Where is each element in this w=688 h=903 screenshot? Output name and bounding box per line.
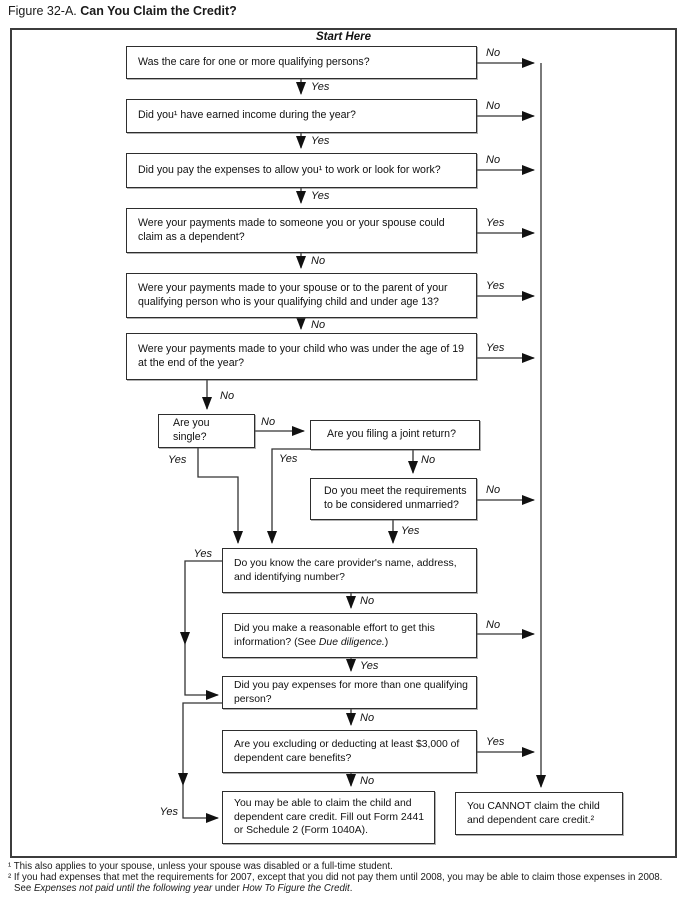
node-considered-unmarried: Do you meet the requirements to be consi…	[310, 478, 477, 520]
footnote-2-line1: ² If you had expenses that met the requi…	[8, 871, 663, 883]
edge-label-yes: Yes	[486, 280, 505, 292]
edge-label-no: No	[220, 390, 235, 402]
edge-label-no: No	[311, 255, 326, 267]
node-child-under-19: Were your payments made to your child wh…	[126, 333, 477, 380]
node-reasonable-effort: Did you make a reasonable effort to get …	[222, 613, 477, 658]
node-single: Are you single?	[158, 414, 255, 448]
edge-label-yes: Yes	[159, 806, 178, 818]
edge-label-yes: Yes	[311, 135, 330, 147]
edge-label-yes: Yes	[193, 548, 212, 560]
edge-label-yes: Yes	[401, 525, 420, 537]
edge-label-no: No	[360, 595, 375, 607]
node-provider-info: Do you know the care provider's name, ad…	[222, 548, 477, 593]
edge-label-no: No	[311, 319, 326, 331]
edge-label-no: No	[486, 619, 501, 631]
figure-title: Figure 32-A. Can You Claim the Credit?	[8, 4, 237, 18]
edge-label-no: No	[261, 416, 276, 428]
start-here-label: Start Here	[316, 31, 371, 43]
edge-label-no: No	[360, 775, 375, 787]
figure-number: Figure 32-A.	[8, 4, 77, 18]
edge-label-yes: Yes	[311, 81, 330, 93]
edge-label-no: No	[486, 47, 501, 59]
figure-title-text: Can You Claim the Credit?	[80, 4, 237, 18]
footnotes: ¹ This also applies to your spouse, unle…	[8, 861, 684, 894]
edge-label-no: No	[421, 454, 436, 466]
edge-label-yes: Yes	[311, 190, 330, 202]
node-spouse-parent-payments: Were your payments made to your spouse o…	[126, 273, 477, 318]
node-qualifying-persons: Was the care for one or more qualifying …	[126, 46, 477, 79]
footnote-1: ¹ This also applies to your spouse, unle…	[8, 861, 393, 872]
edge-label-yes: Yes	[279, 453, 298, 465]
edge-label-no: No	[486, 154, 501, 166]
edge-label-no: No	[486, 484, 501, 496]
edge-label-no: No	[486, 100, 501, 112]
node-result-cannot-claim: You CANNOT claim the child and dependent…	[455, 792, 623, 835]
node-benefits-3000: Are you excluding or deducting at least …	[222, 730, 477, 773]
node-pay-expenses-work: Did you pay the expenses to allow you¹ t…	[126, 153, 477, 188]
edge-label-yes: Yes	[486, 342, 505, 354]
edge-label-yes: Yes	[486, 736, 505, 748]
node-result-may-claim: You may be able to claim the child and d…	[222, 791, 435, 844]
node-multiple-persons: Did you pay expenses for more than one q…	[222, 676, 477, 709]
edge-label-yes: Yes	[168, 454, 187, 466]
node-joint-return: Are you filing a joint return?	[310, 420, 480, 450]
edge-label-yes: Yes	[486, 217, 505, 229]
node-earned-income: Did you¹ have earned income during the y…	[126, 99, 477, 133]
edge-label-no: No	[360, 712, 375, 724]
footnote-2-line2: See Expenses not paid until the followin…	[14, 882, 353, 894]
node-dependent-payments: Were your payments made to someone you o…	[126, 208, 477, 253]
edge-label-yes: Yes	[360, 660, 379, 672]
